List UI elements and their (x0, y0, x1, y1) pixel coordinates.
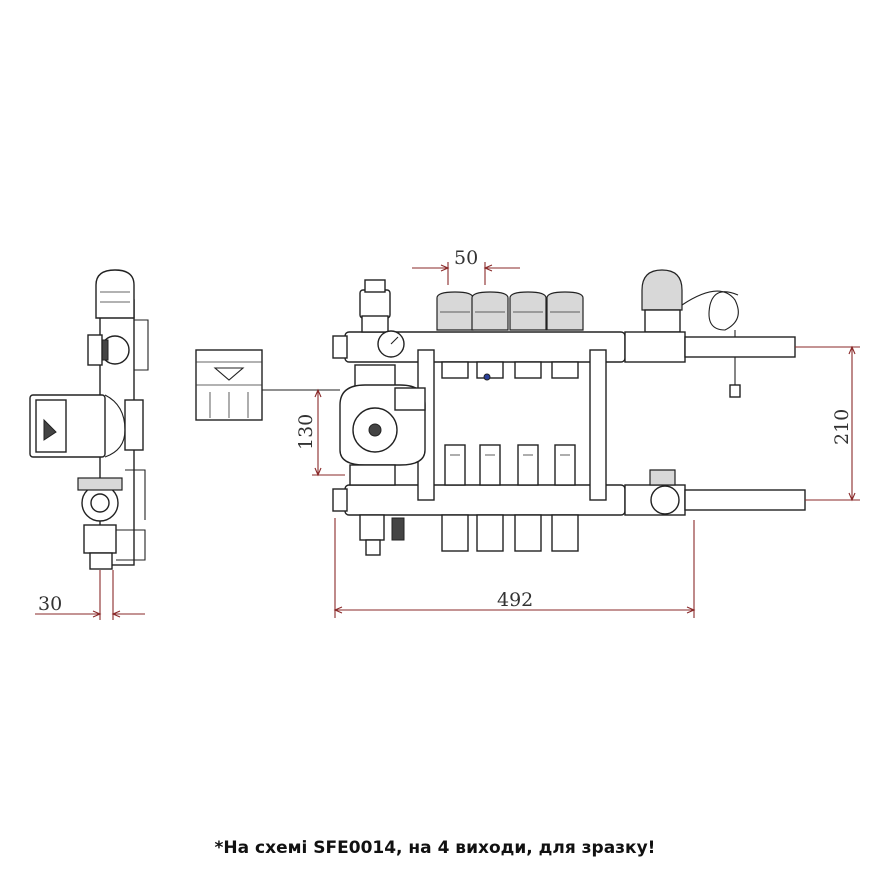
dim-50-label: 50 (454, 247, 478, 269)
dim-492-label: 492 (497, 589, 533, 611)
flow-meters (444, 444, 576, 486)
side-view: 30 (29, 269, 149, 620)
sensor-detail (195, 349, 340, 421)
caption-note: *На схемі SFE0014, на 4 виходи, для зраз… (214, 838, 656, 858)
dim-210-label: 210 (831, 409, 853, 445)
top-outlets (441, 361, 579, 381)
bottom-outlets (441, 514, 579, 552)
front-view (332, 269, 806, 556)
top-heads (436, 291, 584, 331)
dim-30-label: 30 (38, 593, 62, 615)
dim-130-label: 130 (295, 414, 317, 450)
dimensions: 50 130 210 492 (295, 247, 860, 618)
